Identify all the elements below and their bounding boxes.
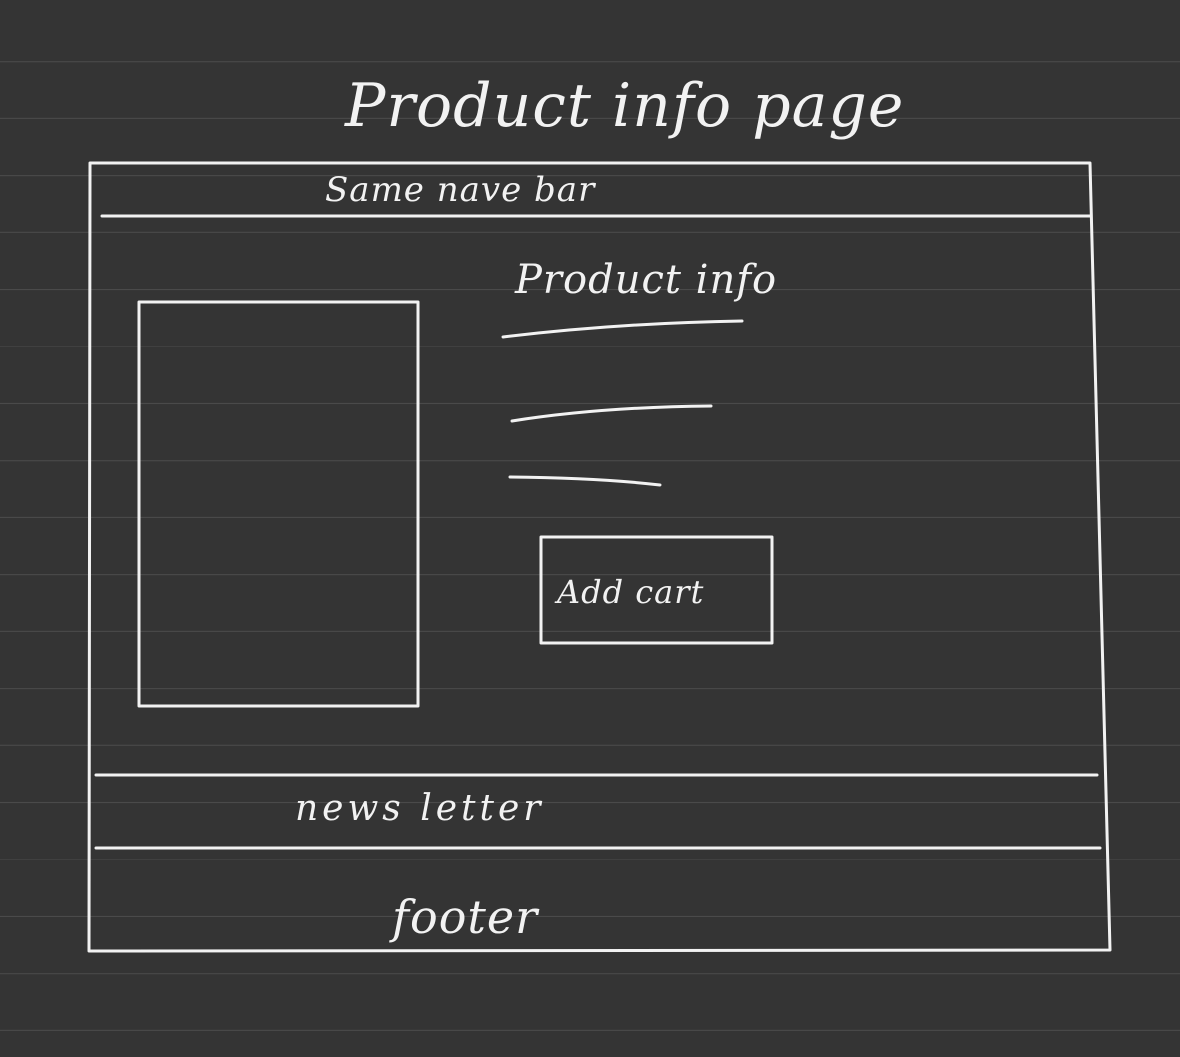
add-cart-button-outline — [539, 535, 774, 645]
product-image-placeholder — [137, 300, 420, 708]
product-info-heading-underline — [501, 319, 744, 339]
nav-bar-label: Same nave bar — [325, 170, 596, 210]
footer-label: footer — [392, 890, 539, 944]
newsletter-label: news letter — [295, 788, 545, 829]
product-detail-line-2 — [508, 475, 662, 487]
page-title: Product info page — [345, 71, 905, 141]
product-info-heading: Product info — [515, 257, 778, 303]
product-detail-line-1 — [510, 404, 713, 423]
add-cart-button-label: Add cart — [557, 573, 705, 611]
page-frame — [87, 161, 1112, 953]
